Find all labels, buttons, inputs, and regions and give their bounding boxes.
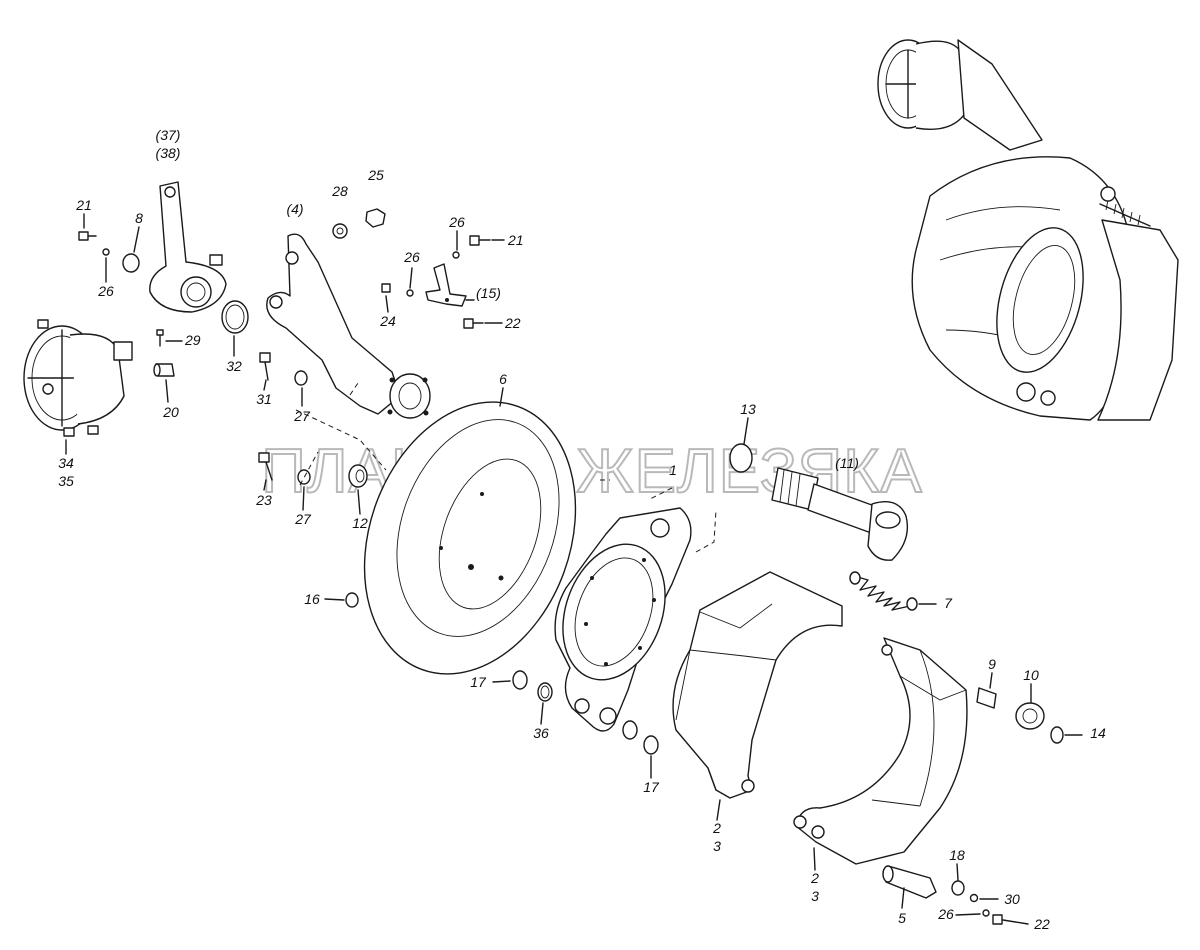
label-22-upper: 22 <box>504 315 521 331</box>
watermark-text: ПЛАНЕТА ЖЕЛЕЗЯКА <box>261 437 922 506</box>
label-31: 31 <box>256 391 272 407</box>
label-23: 23 <box>255 492 272 508</box>
label-28: 28 <box>331 183 348 199</box>
plug-16 <box>345 592 359 608</box>
brake-shoe-rear <box>793 637 968 865</box>
nut-24 <box>381 283 414 297</box>
bolt-31 <box>259 352 271 381</box>
label-1: 1 <box>669 462 677 478</box>
o-ring-13 <box>729 443 753 473</box>
assembled-brake <box>877 39 1179 421</box>
label-29: 29 <box>184 332 201 348</box>
bolt-23 <box>258 452 273 481</box>
bolt-22-upper <box>463 318 484 329</box>
label-26-bottom: 26 <box>937 906 954 922</box>
brake-shoe-front <box>672 571 843 799</box>
label-17-left: 17 <box>470 674 487 690</box>
label-34: 34 <box>58 455 74 471</box>
label-22-bottom: 22 <box>1033 916 1050 932</box>
label-27-upper: 27 <box>293 408 311 424</box>
camshaft <box>771 467 909 561</box>
pin-5 <box>882 865 937 899</box>
label-2-front: 2 <box>712 820 721 836</box>
washer-26-bottom <box>982 909 990 917</box>
label-11: (11) <box>835 455 859 471</box>
label-26-right: 26 <box>448 214 465 230</box>
label-2-rear: 2 <box>810 870 819 886</box>
label-14: 14 <box>1090 725 1106 741</box>
brake-chamber-left <box>23 319 133 437</box>
label-9: 9 <box>988 656 996 672</box>
label-35: 35 <box>58 473 74 489</box>
label-21-left: 21 <box>75 197 92 213</box>
label-27-lower: 27 <box>294 511 312 527</box>
pin-29 <box>156 329 164 347</box>
nut-25 <box>365 208 386 228</box>
label-10: 10 <box>1023 667 1039 683</box>
label-4: (4) <box>286 201 303 217</box>
bolt-22-bottom <box>992 914 1003 925</box>
label-6: 6 <box>499 371 507 387</box>
washer-28 <box>332 223 348 239</box>
label-8: 8 <box>135 210 143 226</box>
label-18: 18 <box>949 847 965 863</box>
ring-14 <box>1050 726 1064 744</box>
washer-8 <box>122 253 140 273</box>
labels: (37) (38) (4) 28 25 21 8 26 26 26 21 (15… <box>58 127 1106 932</box>
pin-9 <box>976 687 997 709</box>
plate-15 <box>425 263 467 307</box>
label-17-right: 17 <box>643 779 660 795</box>
label-32: 32 <box>226 358 242 374</box>
label-12: 12 <box>352 515 368 531</box>
dust-shield <box>363 401 577 675</box>
label-13: 13 <box>740 401 756 417</box>
label-26-left: 26 <box>97 283 114 299</box>
pin-20 <box>153 363 175 377</box>
label-36: 36 <box>533 725 549 741</box>
ring-36 <box>537 682 553 702</box>
bolt-21-left <box>78 231 110 256</box>
label-30: 30 <box>1004 891 1020 907</box>
roller-10 <box>1015 702 1045 730</box>
seal-ring-32 <box>221 300 249 334</box>
label-25: 25 <box>367 167 384 183</box>
washer-27-upper <box>294 370 308 386</box>
ring-17-right <box>643 735 659 755</box>
washer-30 <box>969 893 979 903</box>
ring-17-left <box>512 670 528 690</box>
brake-anchor-plate <box>554 507 692 732</box>
label-38: (38) <box>156 145 181 161</box>
slack-adjuster <box>149 181 227 313</box>
label-26-mid: 26 <box>403 249 420 265</box>
washer-27-lower <box>297 469 311 485</box>
label-7: 7 <box>944 595 953 611</box>
bolt-21-right <box>452 235 491 259</box>
label-21-right: 21 <box>507 232 524 248</box>
label-15: (15) <box>476 285 501 301</box>
label-37: (37) <box>156 127 181 143</box>
spring-7 <box>849 571 918 611</box>
bushing-12 <box>348 464 368 488</box>
label-16: 16 <box>304 591 320 607</box>
label-5: 5 <box>898 910 906 926</box>
label-3-front: 3 <box>713 838 721 854</box>
chamber-bracket <box>266 233 431 419</box>
ring-extra <box>622 720 638 740</box>
label-20: 20 <box>162 404 179 420</box>
label-3-rear: 3 <box>811 888 819 904</box>
bushing-18 <box>951 880 965 896</box>
label-24: 24 <box>379 313 396 329</box>
leader-lines <box>65 213 1083 925</box>
